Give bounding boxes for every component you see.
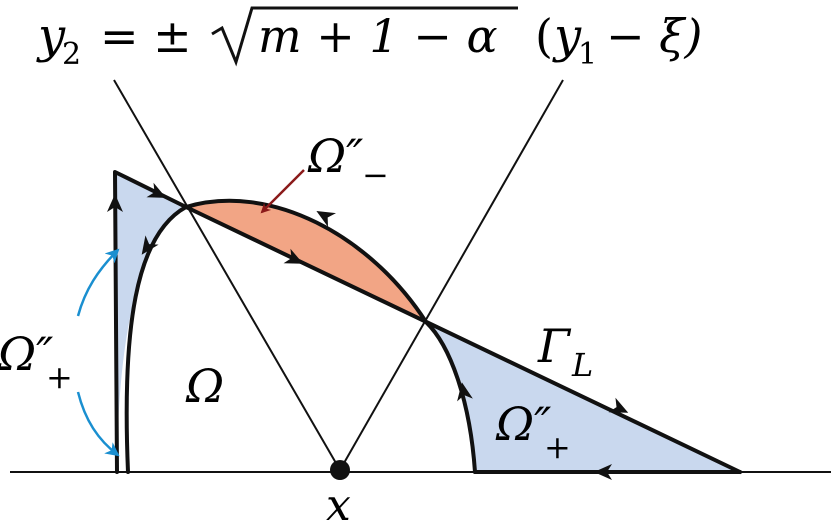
gamma-sub: L [571,346,593,384]
omega-minus-sub: − [362,156,389,194]
eq-paren-sub: 1 [578,37,597,72]
label-omega: Ω [185,359,224,413]
arrowhead-gamma-right-icon [608,397,629,413]
omega-plus-left-base: Ω″ [0,327,53,381]
arrowhead-bottom-left-icon [594,464,612,480]
blue-arrow-up-icon [76,248,120,317]
eq-radicand: m + 1 − α [258,9,498,63]
eq-paren-var: y [552,8,582,64]
blue-arrow-down-icon [76,391,120,457]
label-omega-plus-right: Ω″ + [495,397,571,466]
sqrt-sign-icon [211,6,518,67]
label-gamma-l: Γ L [537,319,593,384]
eq-equals-pm: = ± [100,9,192,63]
eq-lhs: y [36,8,66,64]
equation: y 2 = ± m + 1 − α ( y 1 − ξ) [36,6,702,72]
arrowhead-top-left-icon [146,182,167,198]
omega-plus-left-region [115,172,186,472]
arrowhead-left-up-icon [107,194,123,212]
omega-plus-right-base: Ω″ [495,397,551,451]
omega-boundary-arc [124,205,188,474]
label-point-x: x [326,480,351,527]
eq-paren-rest: − ξ) [606,9,702,63]
gamma-base: Γ [537,319,572,373]
omega-minus-upper-arc [184,198,428,324]
arrowhead-gamma-mid-icon [283,248,304,264]
arrowhead-upper-arc-icon [316,211,336,227]
omega-plus-right-sub: + [544,428,571,466]
label-omega-minus: Ω″ − [307,129,389,194]
cone-line-right [339,79,564,471]
eq-paren-open: ( [535,9,553,63]
omega-minus-base: Ω″ [307,129,363,183]
omega-minus-pointer-arrow [260,169,305,214]
omega-plus-left-sub: + [46,358,73,396]
eq-lhs-sub: 2 [62,37,81,72]
cone-line-left [113,79,341,471]
omega-plus-right-arc [424,320,477,474]
gamma-l-line [184,205,742,474]
label-omega-plus-left: Ω″ + [0,327,73,396]
point-x-dot [330,460,350,480]
arrowhead-arc-down-icon [141,235,159,255]
arrowhead-right-arc-up-icon [457,382,473,402]
